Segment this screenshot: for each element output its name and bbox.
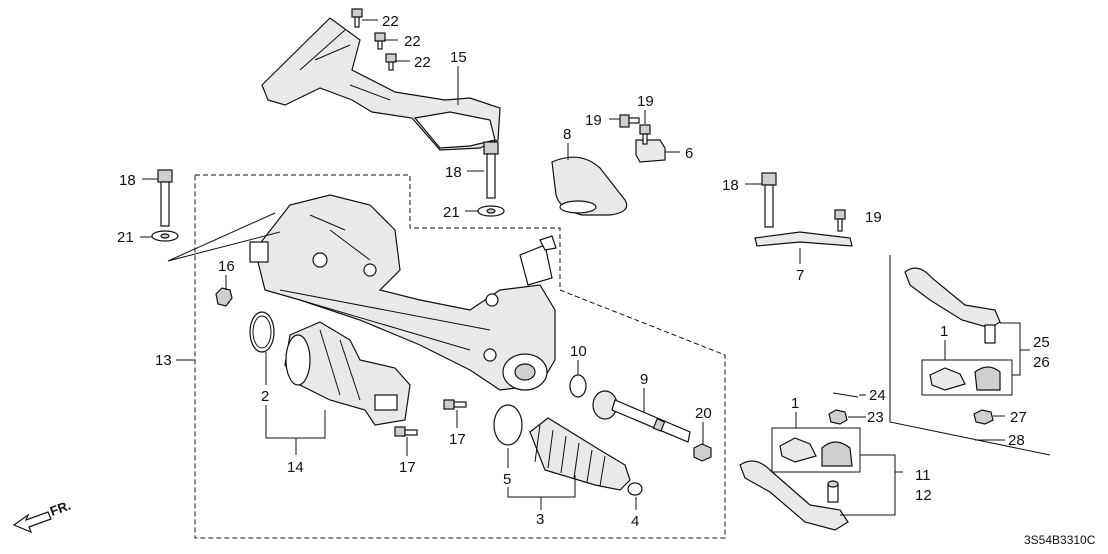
bracket-part-6 bbox=[635, 139, 666, 163]
bolt-19b bbox=[639, 124, 651, 145]
bolt-22c bbox=[385, 53, 397, 71]
callout-19a: 19 bbox=[585, 112, 602, 129]
bolt-17a bbox=[443, 399, 467, 410]
callout-11: 11 bbox=[915, 467, 931, 484]
leader-lines bbox=[140, 19, 1030, 516]
callout-25: 25 bbox=[1033, 334, 1050, 351]
callout-16: 16 bbox=[218, 258, 235, 275]
tie-rod-end-part-25-26 bbox=[904, 267, 1001, 344]
dust-cover-part-8 bbox=[551, 156, 628, 216]
callout-18b: 18 bbox=[445, 164, 462, 181]
nut-part-20 bbox=[693, 443, 712, 462]
callout-22a: 22 bbox=[382, 13, 399, 30]
callout-1-upper: 1 bbox=[940, 323, 948, 340]
callout-8: 8 bbox=[563, 126, 571, 143]
diagram-code: 3S54B3310C bbox=[1024, 533, 1096, 547]
bolt-18c bbox=[761, 172, 777, 228]
callout-18c: 18 bbox=[722, 177, 739, 194]
callout-19c: 19 bbox=[865, 209, 882, 226]
boot-kit-part-1-upper bbox=[921, 359, 1013, 396]
steering-gearbox-part-13 bbox=[249, 194, 557, 391]
callout-20: 20 bbox=[695, 405, 712, 422]
callout-23: 23 bbox=[867, 409, 884, 426]
bolt-22a bbox=[351, 8, 363, 28]
tie-rod-part-9 bbox=[592, 390, 691, 443]
callout-10: 10 bbox=[570, 343, 587, 360]
callout-21a: 21 bbox=[117, 229, 134, 246]
o-ring-part-10 bbox=[569, 374, 587, 398]
callout-17b: 17 bbox=[399, 459, 416, 476]
washer-21b bbox=[477, 205, 505, 217]
callout-6: 6 bbox=[685, 145, 693, 162]
front-direction-label: FR. bbox=[48, 498, 73, 519]
bolt-22b bbox=[374, 32, 386, 50]
callout-14: 14 bbox=[287, 459, 304, 476]
clip-part-4 bbox=[627, 482, 643, 496]
stay-part-7 bbox=[754, 231, 853, 247]
callout-22c: 22 bbox=[414, 54, 431, 71]
callout-5: 5 bbox=[503, 471, 511, 488]
nut-part-23 bbox=[828, 409, 848, 425]
callout-18a: 18 bbox=[119, 172, 136, 189]
callout-12: 12 bbox=[915, 487, 932, 504]
bolt-19a bbox=[619, 114, 640, 128]
callout-22b: 22 bbox=[404, 33, 421, 50]
callout-1-lower: 1 bbox=[791, 395, 799, 412]
callout-3: 3 bbox=[536, 511, 544, 528]
assembly-box-25-26 bbox=[889, 255, 1051, 456]
bolt-18a bbox=[157, 169, 173, 227]
boot-kit-part-1-lower bbox=[771, 427, 861, 473]
clamp-part-5 bbox=[493, 404, 523, 446]
callout-27: 27 bbox=[1010, 409, 1027, 426]
boot-part-3 bbox=[529, 417, 631, 491]
motor-part-14 bbox=[284, 321, 411, 426]
callout-2: 2 bbox=[261, 388, 269, 405]
tie-rod-end-part-11-12 bbox=[739, 460, 849, 531]
nut-part-27 bbox=[973, 409, 994, 425]
callout-19b: 19 bbox=[637, 93, 654, 110]
callout-9: 9 bbox=[640, 371, 648, 388]
callout-21b: 21 bbox=[443, 204, 460, 221]
callout-26: 26 bbox=[1033, 354, 1050, 371]
callout-24: 24 bbox=[869, 387, 886, 404]
cotter-pin-part-24 bbox=[832, 392, 859, 398]
callout-13: 13 bbox=[155, 352, 172, 369]
callout-17a: 17 bbox=[449, 431, 466, 448]
bolt-19c bbox=[834, 209, 846, 232]
bolt-18b bbox=[483, 141, 499, 199]
callout-15: 15 bbox=[450, 49, 467, 66]
callout-28: 28 bbox=[1008, 432, 1025, 449]
callout-7: 7 bbox=[796, 267, 804, 284]
assembly-box-13 bbox=[194, 174, 726, 539]
nut-part-16 bbox=[215, 287, 233, 307]
o-ring-part-2 bbox=[249, 311, 275, 353]
front-direction-arrow-icon: FR. bbox=[12, 498, 73, 534]
callout-4: 4 bbox=[631, 513, 639, 530]
bolt-17b bbox=[394, 426, 418, 437]
washer-21a bbox=[151, 230, 179, 242]
